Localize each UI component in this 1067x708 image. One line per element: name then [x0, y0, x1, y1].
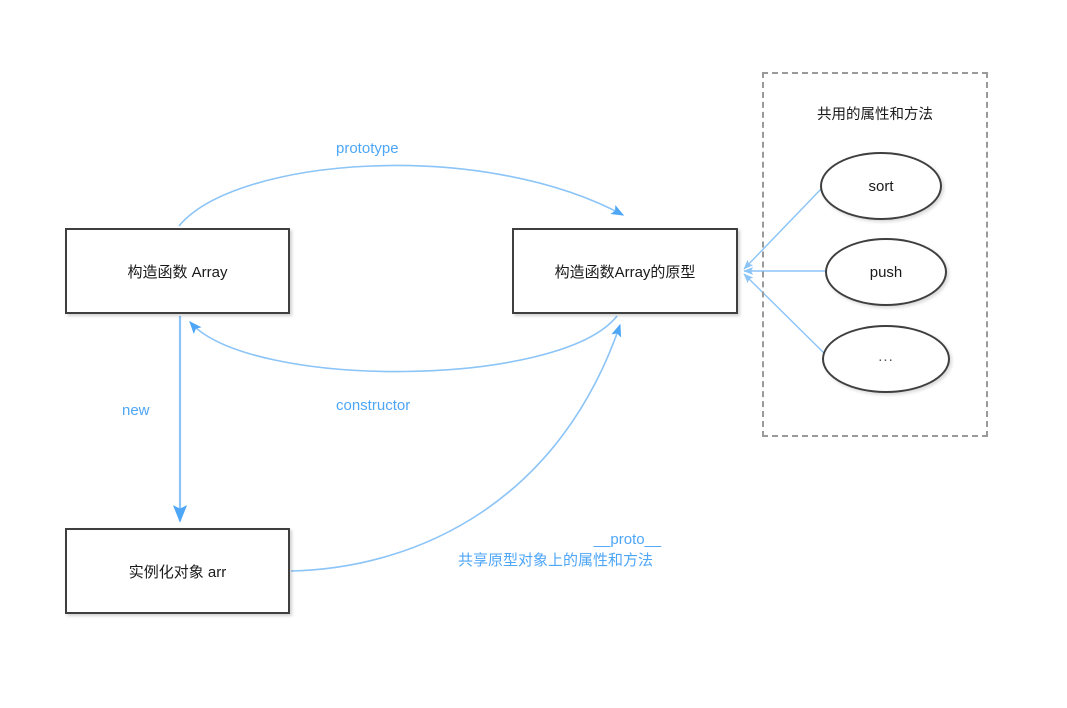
- node-method-sort-label: sort: [868, 177, 894, 195]
- edge-prototype-to-sort: [743, 186, 824, 270]
- edge-proto-arrow: [290, 323, 622, 572]
- node-instance-arr[interactable]: 实例化对象 arr: [65, 528, 290, 614]
- node-method-sort[interactable]: sort: [820, 152, 942, 220]
- edge-prototype-to-more: [743, 273, 827, 356]
- node-constructor-array-label: 构造函数 Array: [127, 263, 228, 281]
- node-instance-arr-label: 实例化对象 arr: [128, 563, 227, 581]
- shared-methods-title: 共用的属性和方法: [817, 107, 933, 123]
- node-method-more[interactable]: ...: [822, 325, 950, 393]
- edge-constructor-arrow: [189, 315, 618, 373]
- edge-prototype-arrow: [178, 164, 625, 227]
- shared-methods-group: [762, 72, 988, 437]
- edge-label-prototype: prototype: [336, 140, 399, 157]
- node-constructor-array[interactable]: 构造函数 Array: [65, 228, 290, 314]
- edge-label-new: new: [122, 402, 150, 419]
- node-method-push-label: push: [869, 263, 903, 281]
- node-method-more-label: ...: [878, 347, 894, 365]
- edge-label-proto-line1: __proto__: [593, 531, 662, 548]
- edge-label-constructor: constructor: [336, 397, 411, 414]
- node-array-prototype-label: 构造函数Array的原型: [554, 263, 696, 281]
- edge-label-proto-line2: 共享原型对象上的属性和方法: [458, 552, 654, 569]
- edge-label-proto: __proto__ 共享原型对象上的属性和方法: [458, 531, 725, 569]
- node-array-prototype[interactable]: 构造函数Array的原型: [512, 228, 738, 314]
- node-method-push[interactable]: push: [825, 238, 947, 306]
